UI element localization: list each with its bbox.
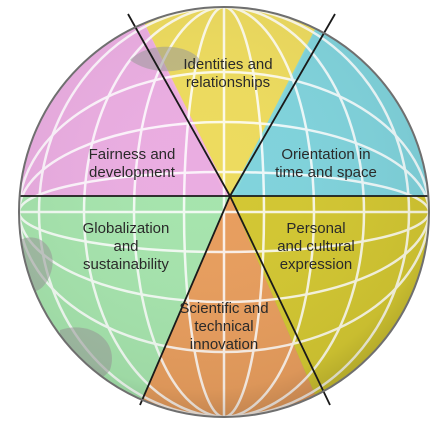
label-orientation-line2: time and space (275, 164, 377, 181)
label-identities-line2: relationships (185, 74, 271, 91)
label-personal: Personal and cultural expression (256, 220, 376, 274)
label-personal-line3: expression (279, 256, 353, 273)
label-orientation: Orientation in time and space (266, 146, 386, 182)
label-globalization-line2: and (113, 238, 139, 255)
label-scientific-line3: innovation (189, 336, 259, 353)
label-globalization-line3: sustainability (83, 256, 169, 273)
label-globalization-line1: Globalization (82, 220, 170, 237)
globe-outline (18, 6, 430, 418)
label-identities: Identities and relationships (168, 56, 288, 92)
label-personal-line1: Personal (286, 220, 346, 237)
label-fairness: Fairness and development (72, 146, 192, 182)
label-fairness-line2: development (89, 164, 175, 181)
label-scientific: Scientific and technical innovation (164, 300, 284, 354)
label-fairness-line1: Fairness and (88, 146, 176, 163)
label-orientation-line1: Orientation in (281, 146, 371, 163)
label-personal-line2: and cultural (277, 238, 355, 255)
label-identities-line1: Identities and (183, 56, 273, 73)
segment-dividers (19, 13, 429, 406)
label-scientific-line1: Scientific and (179, 300, 269, 317)
label-globalization: Globalization and sustainability (66, 220, 186, 274)
label-scientific-line2: technical (194, 318, 254, 335)
